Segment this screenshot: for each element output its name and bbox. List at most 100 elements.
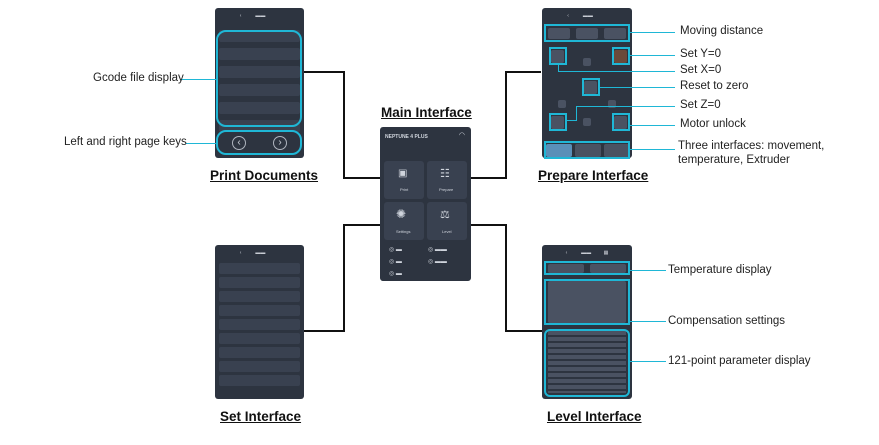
pagekeys-label: Left and right page keys	[64, 136, 187, 148]
setz-pointer-h	[576, 106, 675, 107]
move-z-button[interactable]	[583, 118, 591, 126]
tile-print-label: Print	[400, 187, 409, 192]
connector-level-h2	[505, 330, 542, 332]
move-y-plus-button[interactable]	[583, 58, 591, 66]
file-row[interactable]	[219, 84, 300, 96]
setting-row[interactable]	[219, 305, 300, 316]
three-interfaces-label-2: temperature, Extruder	[678, 154, 790, 166]
chamber-temp-icon: ◎ ▬	[389, 259, 402, 265]
set-header: ‹ ▬▬	[239, 250, 280, 256]
print-screen: ‹ ▬▬ ‹ ›	[215, 8, 304, 158]
wifi-icon: ◠	[458, 132, 465, 139]
comp-label: Compensation settings	[668, 315, 785, 327]
setting-row[interactable]	[219, 375, 300, 386]
level-icon: ⚖	[440, 209, 450, 221]
setx-pointer-v	[558, 65, 559, 71]
sety-highlight	[612, 47, 630, 65]
set-y-button[interactable]	[614, 50, 627, 63]
gcode-highlight	[216, 30, 302, 127]
level-title: Level Interface	[547, 409, 642, 424]
level-header: ‹ ▬▬ ▦	[565, 250, 609, 256]
setz-label: Set Z=0	[680, 99, 721, 111]
main-brand: NEPTUNE 4 PLUS	[385, 134, 428, 140]
page-right-icon[interactable]: ›	[273, 136, 287, 150]
level-temp-1	[548, 264, 584, 273]
setting-row[interactable]	[219, 319, 300, 330]
print-icon: ▣	[398, 168, 408, 179]
points-pointer	[630, 361, 666, 362]
setx-highlight	[549, 47, 567, 65]
print-header: ‹ ▬▬	[239, 13, 280, 19]
unlock-pointer	[630, 125, 675, 126]
setting-row[interactable]	[219, 263, 300, 274]
reset-highlight	[582, 78, 600, 96]
tile-settings-label: Settings	[396, 229, 411, 234]
prepare-header: ‹ ▬▬	[567, 13, 607, 19]
pagekeys-pointer	[186, 143, 217, 144]
gear-icon: ✺	[396, 207, 407, 221]
connector-print-v	[343, 71, 345, 179]
reset-zero-button[interactable]	[584, 81, 597, 94]
moving-pointer	[630, 32, 675, 33]
gcode-pointer	[180, 79, 217, 80]
distance-2-button[interactable]	[576, 28, 598, 39]
setting-row[interactable]	[219, 347, 300, 358]
setting-row[interactable]	[219, 333, 300, 344]
setting-row[interactable]	[219, 361, 300, 372]
tab-movement[interactable]	[546, 144, 572, 157]
nozzle-temp-icon: ◎ ▬	[389, 247, 402, 253]
pagekeys-highlight	[216, 130, 302, 155]
motor-unlock-button[interactable]	[614, 116, 627, 129]
print-title: Print Documents	[210, 168, 319, 183]
main-screen: NEPTUNE 4 PLUS ◠ ▣ Print ☷ Prepare ✺ Set…	[380, 127, 471, 281]
extra-temp-icon: ◎ ▬	[389, 271, 402, 277]
main-interface-title: Main Interface	[381, 105, 472, 120]
temp-pointer	[630, 270, 666, 271]
reset-label: Reset to zero	[680, 80, 749, 92]
sety-label: Set Y=0	[680, 48, 722, 60]
tile-prepare[interactable]: ☷ Prepare	[427, 161, 467, 199]
connector-print-h1	[304, 71, 345, 73]
three-interfaces-label-1: Three interfaces: movement,	[678, 140, 825, 152]
setting-row[interactable]	[219, 291, 300, 302]
setx-label: Set X=0	[680, 64, 722, 76]
connector-level-v	[505, 224, 507, 332]
sety-pointer	[630, 55, 675, 56]
tabs-highlight	[544, 141, 630, 159]
file-row[interactable]	[219, 66, 300, 78]
level-temp-2	[590, 264, 626, 273]
tile-settings[interactable]: ✺ Settings	[384, 202, 424, 240]
distance-3-button[interactable]	[604, 28, 626, 39]
reset-pointer	[600, 87, 675, 88]
connector-set-v	[343, 224, 345, 332]
sliders-icon: ☷	[440, 168, 450, 180]
points-label: 121-point parameter display	[668, 355, 811, 367]
connector-prepare-h2	[505, 71, 541, 73]
tab-extruder[interactable]	[604, 144, 630, 157]
connector-prepare-v	[505, 71, 507, 179]
fan-icon: ◎ ▬▬	[428, 259, 447, 265]
points-highlight	[544, 329, 630, 397]
file-row[interactable]	[219, 48, 300, 60]
set-z-button[interactable]	[551, 116, 564, 129]
tab-temperature[interactable]	[575, 144, 601, 157]
comp-panel[interactable]	[548, 281, 626, 323]
setting-row[interactable]	[219, 277, 300, 288]
file-row[interactable]	[219, 102, 300, 114]
moving-label: Moving distance	[680, 25, 764, 37]
set-x-button[interactable]	[551, 50, 564, 63]
setz-highlight	[549, 113, 567, 131]
tile-level[interactable]: ⚖ Level	[427, 202, 467, 240]
prepare-screen: ‹ ▬▬	[542, 8, 632, 158]
page-left-icon[interactable]: ‹	[232, 136, 246, 150]
bed-temp-icon: ◎ ▬▬	[428, 247, 447, 253]
tabs-pointer	[630, 149, 675, 150]
move-x-button[interactable]	[558, 100, 566, 108]
tile-print[interactable]: ▣ Print	[384, 161, 424, 199]
connector-level-h1	[470, 224, 506, 226]
file-row[interactable]	[219, 30, 300, 42]
move-x2-button[interactable]	[608, 100, 616, 108]
temp-label: Temperature display	[668, 264, 772, 276]
connector-set-h2	[303, 330, 345, 332]
distance-1-button[interactable]	[548, 28, 570, 39]
